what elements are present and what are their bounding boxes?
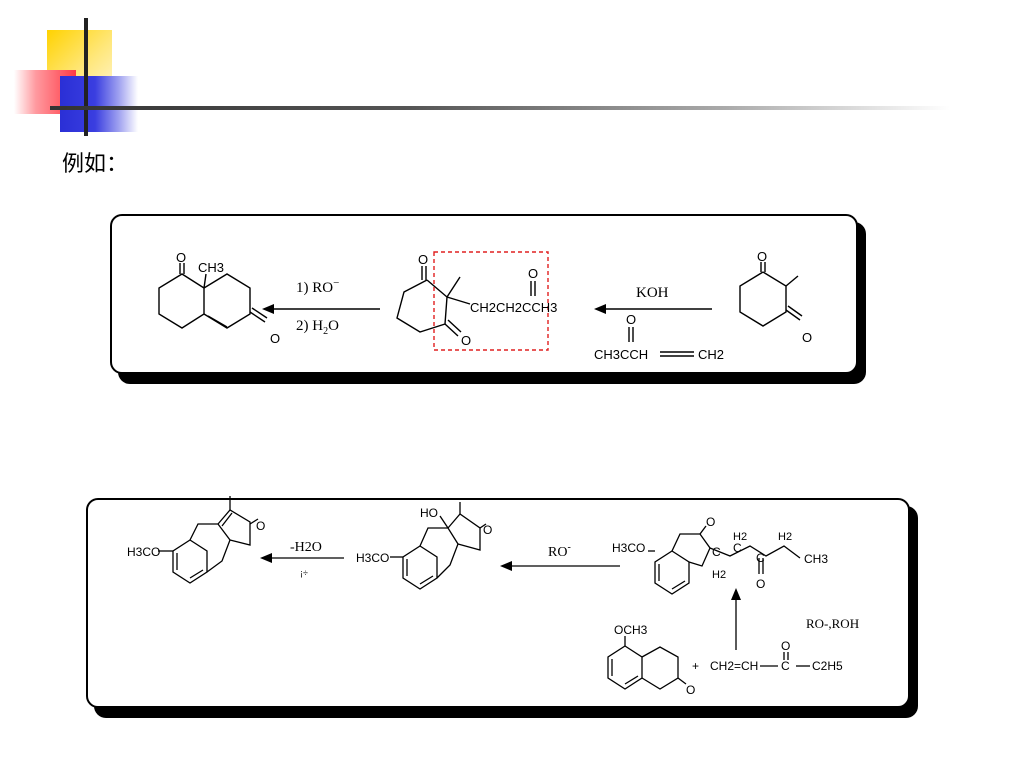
start-methyl-bond — [785, 275, 799, 287]
adduct-aromatic-ring — [654, 550, 690, 595]
adduct-c1: C — [712, 545, 721, 559]
michael-conditions: RO-,ROH — [806, 616, 859, 631]
intermediate-side-chain: CH2CH2CCH3 — [470, 300, 557, 315]
product-oxo-top: O — [176, 250, 186, 265]
adduct-ring-oxo: O — [706, 515, 715, 529]
tetralone-methoxy: OCH3 — [614, 623, 648, 637]
vinyl-oxo: O — [781, 639, 790, 653]
intermediate-co-bottom-b — [447, 319, 462, 333]
product-right-ring — [203, 273, 251, 329]
product-oxo-enone: O — [270, 331, 280, 346]
start-co-bottom-b — [787, 305, 803, 317]
adduct-methyl: CH3 — [804, 552, 828, 566]
aldol-middle-ring — [419, 527, 459, 579]
aldol-methoxy: H3CO — [356, 551, 389, 565]
mvk-vinyl: CH2 — [698, 347, 724, 362]
reagent-step2: 2) H2O — [296, 318, 339, 337]
decor-blue-square — [60, 76, 138, 132]
intermediate-oxo-bottom: O — [461, 333, 471, 348]
intermediate-methyl-bond — [446, 276, 461, 298]
product-double-bond — [207, 315, 228, 328]
michael-highlight-box — [433, 251, 549, 351]
intermediate-ketone-o: O — [528, 266, 538, 281]
product-methyl-bond — [203, 273, 207, 289]
product-co-right-b — [251, 307, 268, 319]
adduct-chain — [709, 545, 801, 559]
product-methyl: CH3 — [198, 260, 224, 275]
adduct-c2: C — [733, 541, 742, 555]
adduct-second-ring — [671, 533, 711, 567]
tetralone-oxo: O — [686, 683, 695, 697]
product-co — [249, 518, 259, 525]
vinyl-ethyl: C2H5 — [812, 659, 843, 673]
adduct-chain-oxo: O — [756, 577, 765, 591]
intermediate-co-bottom-a — [444, 323, 459, 337]
aldol-hydroxy: HO — [420, 506, 438, 520]
aldol-aromatic-ring — [402, 545, 438, 590]
mvk-formula: CH3CCH — [594, 347, 648, 362]
aldol-oxo: O — [483, 523, 492, 537]
tetralone-aromatic-ring — [607, 645, 643, 690]
scheme2-arrowhead-dehydration — [260, 553, 272, 563]
reagent-step1: 1) RO− — [296, 277, 339, 296]
adduct-h2-b: H2 — [733, 531, 747, 543]
scheme2-arrowhead-michael — [731, 588, 741, 600]
intermediate-oxo-top: O — [418, 252, 428, 267]
start-oxo-bottom: O — [802, 330, 812, 345]
adduct-h2-a: H2 — [712, 569, 726, 581]
scheme2-panel — [86, 498, 910, 708]
product-aromatic-ring — [172, 539, 208, 584]
decor-vertical-line — [84, 18, 88, 136]
adduct-c3: C — [756, 551, 765, 565]
product-methoxy: H3CO — [127, 545, 160, 559]
mvk-oxo: O — [626, 312, 636, 327]
vinyl-formula: CH2=CH — [710, 659, 758, 673]
scheme1-arrowhead-right — [594, 304, 606, 314]
aldol-top-ring — [447, 513, 481, 551]
product-co-right-a — [249, 311, 266, 323]
tetralone-co — [677, 677, 687, 685]
product-oxo: O — [256, 519, 265, 533]
product-middle-ring — [189, 523, 231, 573]
reagent-koh: KOH — [636, 285, 669, 301]
start-co-bottom-a — [785, 309, 801, 321]
vinyl-carbonyl-c: C — [781, 659, 790, 673]
adduct-methoxy: H3CO — [612, 541, 645, 555]
dehydration-note: ¡÷ — [300, 568, 308, 578]
tetralone-ring — [641, 646, 679, 690]
product-top-ring — [217, 509, 251, 546]
aldol-co — [479, 523, 487, 529]
intermediate-side-bond — [446, 296, 471, 305]
decor-horizontal-line — [50, 106, 950, 110]
adduct-ring-co — [699, 525, 707, 535]
aldol-oh-bond — [439, 515, 449, 529]
start-oxo-top: O — [757, 249, 767, 264]
plus-sign: + — [692, 659, 699, 673]
scheme2-arrowhead-aldol — [500, 561, 512, 571]
scheme1-panel — [110, 214, 858, 374]
dehydration-reagent: -H2O — [290, 540, 322, 555]
base-label: RO- — [548, 542, 571, 560]
slide-heading: 例如： — [62, 152, 129, 177]
adduct-h2-c: H2 — [778, 531, 792, 543]
scheme1-arrowhead-left — [262, 304, 274, 314]
